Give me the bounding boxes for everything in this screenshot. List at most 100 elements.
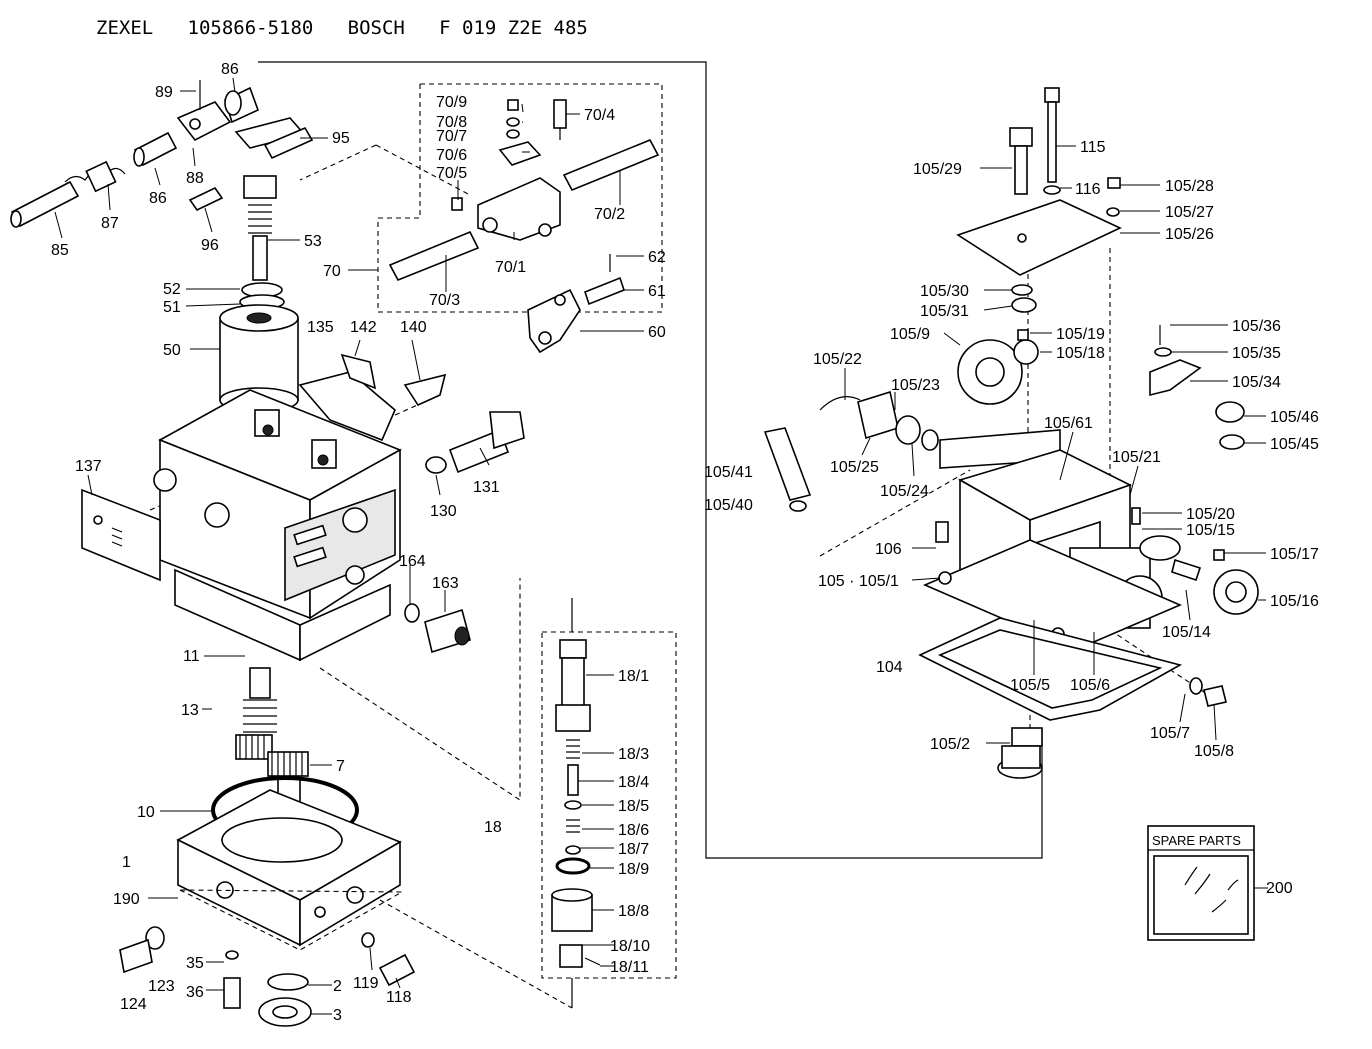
callout-label: 105/22 [813, 351, 862, 368]
callout-label: 163 [432, 575, 459, 592]
callout-label: 95 [332, 130, 350, 147]
callout-label: 116 [1075, 181, 1101, 198]
callout-label: 70/7 [436, 128, 467, 145]
callout-label: 130 [430, 503, 457, 520]
cover-plate [956, 87, 1122, 313]
callout-label: 70/5 [436, 165, 467, 182]
actuator-assembly [763, 325, 1259, 779]
callout-label: 70 [323, 263, 341, 280]
callout-label: 89 [155, 84, 173, 101]
callout-label: 7 [336, 758, 345, 775]
callout-label: 50 [163, 342, 181, 359]
callout-label: 18/6 [618, 822, 649, 839]
callout-label: 119 [353, 975, 379, 992]
callout-label: 105/6 [1070, 677, 1110, 694]
callout-label: 3 [333, 1007, 342, 1024]
callout-label: 70/8 [436, 114, 467, 131]
leader-lines [54, 77, 1268, 1015]
callout-label: 1 [122, 854, 131, 871]
callout-label: 105/40 [704, 497, 753, 514]
callout-label: 105/15 [1186, 522, 1235, 539]
callout-label: 87 [101, 215, 119, 232]
callout-label: 18/7 [618, 841, 649, 858]
callout-label: 2 [333, 978, 342, 995]
callout-label: 105/17 [1270, 546, 1319, 563]
callout-label: 62 [648, 249, 666, 266]
callout-label: 105/34 [1232, 374, 1281, 391]
callout-label: 70/4 [584, 107, 615, 124]
callout-label: 35 [186, 955, 204, 972]
callout-label: 105/8 [1194, 743, 1234, 760]
callout-label: 105/27 [1165, 204, 1214, 221]
callout-label: 36 [186, 984, 204, 1001]
callout-label: 18/1 [618, 668, 649, 685]
callout-label: 11 [183, 648, 200, 665]
callout-label: 105 · 105/1 [818, 573, 899, 590]
callout-label: 105/28 [1165, 178, 1214, 195]
callout-label: 105/26 [1165, 226, 1214, 243]
callout-label: 18/10 [610, 938, 650, 955]
callout-label: 105/31 [920, 303, 969, 320]
callout-label: 18/9 [618, 861, 649, 878]
shaft-group-70 [388, 99, 660, 354]
callout-label: 70/3 [429, 292, 460, 309]
spare-parts-number: 200 [1266, 880, 1293, 897]
callout-label: 70/6 [436, 147, 467, 164]
callout-label: 105/2 [930, 736, 970, 753]
callout-label: 70/2 [594, 206, 625, 223]
callout-label: 86 [149, 190, 167, 207]
callout-label: 18/8 [618, 903, 649, 920]
callout-label: 105/24 [880, 483, 929, 500]
callout-label: 70/1 [495, 259, 526, 276]
valve-group-18 [551, 639, 601, 968]
callout-label: 105/14 [1162, 624, 1211, 641]
callout-label: 53 [304, 233, 322, 250]
callout-label: 52 [163, 281, 181, 298]
callout-label: 85 [51, 242, 69, 259]
callout-label: 115 [1080, 139, 1106, 156]
callout-label: 105/41 [704, 464, 753, 481]
base-flange [176, 776, 405, 951]
callout-label: 164 [399, 553, 426, 570]
spare-parts-title: SPARE PARTS [1152, 833, 1241, 848]
pump-housing [153, 371, 402, 662]
callout-label: 140 [400, 319, 427, 336]
callout-label: 105/25 [830, 459, 879, 476]
callout-label: 105/19 [1056, 326, 1105, 343]
bottom-small-parts [119, 926, 416, 1027]
callout-label: 18/3 [618, 746, 649, 763]
callout-label: 18/11 [610, 959, 649, 976]
callout-label: 105/20 [1186, 506, 1235, 523]
callout-label: 105/16 [1270, 593, 1319, 610]
spare-parts-box: SPARE PARTS 200 [1147, 825, 1293, 941]
callout-label: 105/30 [920, 283, 969, 300]
callout-label: 51 [163, 299, 181, 316]
callout-label: 96 [201, 237, 219, 254]
callout-label: 13 [181, 702, 199, 719]
callout-label: 86 [221, 61, 239, 78]
flyweight-assembly [219, 282, 299, 413]
callout-label: 61 [648, 283, 666, 300]
callout-label: 18/4 [618, 774, 649, 791]
callout-label: 70/9 [436, 94, 467, 111]
callout-label: 105/36 [1232, 318, 1281, 335]
callout-label: 131 [473, 479, 500, 496]
callout-label: 60 [648, 324, 666, 341]
callout-label: 105/5 [1010, 677, 1050, 694]
callout-label: 105/29 [913, 161, 962, 178]
callout-label: 105/23 [891, 377, 940, 394]
callout-label: 137 [75, 458, 102, 475]
callout-label: 10 [137, 804, 155, 821]
callout-labels: 89 86 95 88 86 87 85 96 53 52 51 50 135 … [51, 61, 1319, 1024]
callout-label: 18 [484, 819, 502, 836]
page-title: ZEXEL 105866-5180 BOSCH F 019 Z2E 485 [96, 17, 588, 39]
callout-label: 105/35 [1232, 345, 1281, 362]
callout-label: 105/18 [1056, 345, 1105, 362]
callout-label: 190 [113, 891, 140, 908]
callout-label: 105/46 [1270, 409, 1319, 426]
callout-label: 123 [148, 978, 175, 995]
governor-linkage [10, 80, 314, 281]
callout-label: 142 [350, 319, 377, 336]
callout-label: 105/21 [1112, 449, 1161, 466]
